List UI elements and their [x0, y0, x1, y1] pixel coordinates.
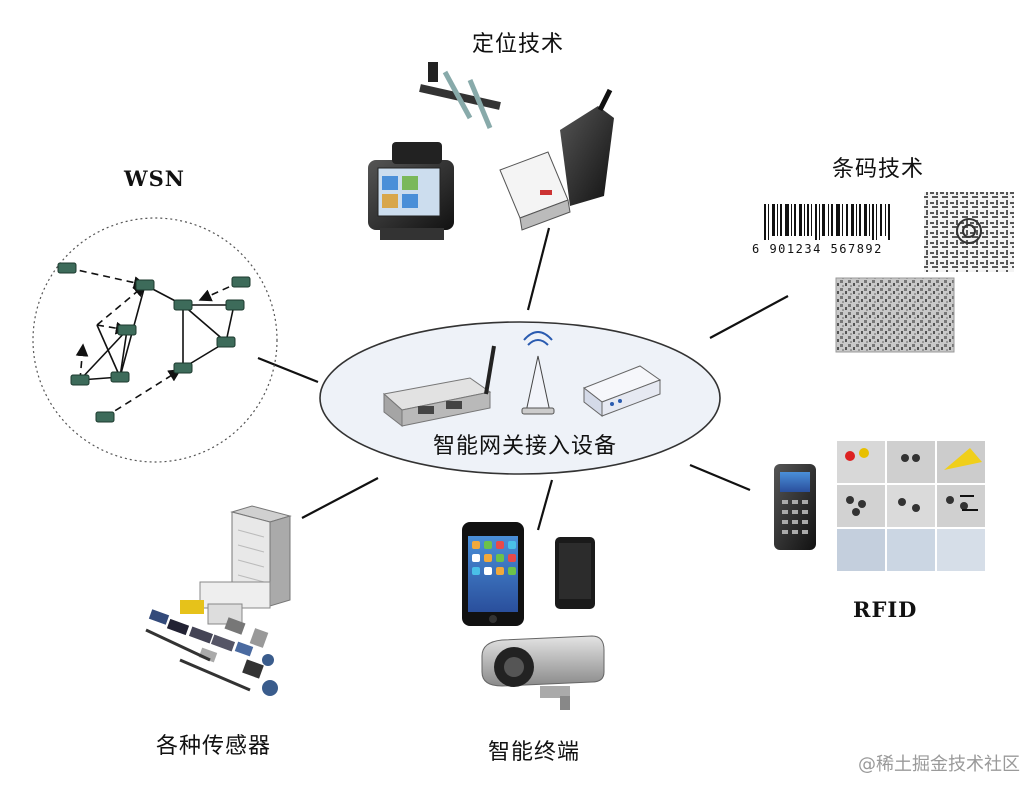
barcode-1d [760, 196, 896, 244]
smart-terminals-label: 智能终端 [488, 740, 581, 765]
antenna-device [521, 331, 555, 415]
wsn-nodes [57, 262, 251, 423]
wsn-node [173, 362, 193, 374]
rfid-label: RFID [853, 597, 918, 622]
watermark: @稀土掘金技术社区 [858, 754, 1020, 775]
wsn-node [95, 411, 115, 423]
wsn-node [231, 276, 251, 288]
rfid-tag-marks [845, 448, 982, 516]
qr-code-image [924, 192, 1014, 272]
wsn-node [70, 374, 90, 386]
wsn-node [135, 279, 155, 291]
barcode-number: 6 901234 567892 [752, 242, 883, 256]
wsn-links [67, 267, 241, 418]
dark-phone-device [555, 537, 595, 609]
wsn-cluster-boundary [32, 217, 278, 463]
rfid-tags-grid [835, 439, 987, 573]
sensor-components [145, 581, 278, 696]
wsn-node [117, 324, 137, 336]
barcode-label: 条码技术 [832, 157, 925, 182]
sensors-label: 各种传感器 [156, 734, 272, 759]
gateway-box-device [382, 345, 496, 428]
smartphone-device [462, 522, 524, 626]
2d-code-image [835, 277, 955, 353]
wsn-node [57, 262, 77, 274]
router-device [583, 365, 662, 418]
rfid-reader-device [774, 464, 816, 550]
satellite-icon [419, 62, 501, 129]
gateway-label: 智能网关接入设备 [433, 434, 618, 459]
wsn-node [225, 299, 245, 311]
security-camera-device [481, 635, 605, 710]
gps-tracker-device [499, 88, 614, 231]
qr-code-center-target [956, 218, 982, 244]
wsn-label: WSN [124, 166, 185, 191]
gps-handheld-device [368, 142, 454, 240]
positioning-label: 定位技术 [472, 32, 565, 57]
connectors [257, 227, 789, 531]
wsn-node [110, 371, 130, 383]
wsn-node [173, 299, 193, 311]
wsn-node [216, 336, 236, 348]
gateway-ellipse [319, 321, 721, 475]
